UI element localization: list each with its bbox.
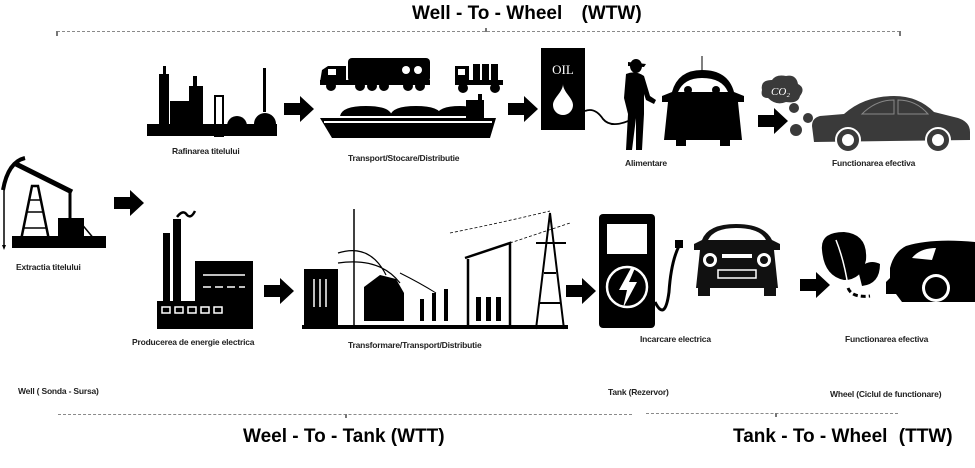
ev-car-front-icon: [694, 224, 780, 296]
arrow-right-icon: [284, 96, 314, 122]
wtw-title: Well - To - Wheel (WTW): [412, 3, 642, 25]
wtw-bracket-line: [57, 31, 900, 32]
label-transform-grid: Transformare/Transport/Distributie: [348, 340, 482, 350]
label-fueling: Alimentare: [625, 158, 667, 168]
label-operation-ice: Functionarea efectiva: [832, 158, 916, 168]
wtt-bracket-center-tick: [345, 414, 347, 418]
endpoint-well: Well ( Sonda - Sursa): [18, 386, 99, 396]
endpoint-tank: Tank (Rezervor): [608, 387, 669, 397]
tanker-truck-icon: [320, 58, 430, 91]
ttw-bracket-line: [646, 413, 898, 414]
co2-label: CO₂: [771, 86, 790, 98]
label-transport-fuel: Transport/Stocare/Distributie: [348, 153, 460, 163]
label-extraction: Extractia titelului: [16, 262, 81, 272]
wtw-abbr: (WTW): [581, 3, 642, 24]
ttw-bracket-center-tick: [775, 413, 777, 417]
substation-grid-icon: [302, 209, 571, 330]
arrow-right-icon: [566, 278, 596, 304]
endpoint-wheel: Wheel (Ciclul de functionare): [830, 389, 942, 399]
tanker-ship-icon: [320, 94, 496, 138]
arrow-right-icon: [264, 278, 294, 304]
label-charging: Incarcare electrica: [640, 334, 711, 344]
label-power-production: Producerea de energie electrica: [132, 337, 255, 347]
ttw-title: Tank - To - Wheel (TTW): [733, 426, 953, 448]
label-operation-ev: Functionarea efectiva: [845, 334, 929, 344]
refinery-icon: [147, 66, 277, 137]
ttw-title-text: Tank - To - Wheel: [733, 426, 888, 447]
oil-dispenser-icon: OIL: [541, 48, 585, 130]
oil-pumpjack-icon: [1, 156, 106, 250]
wtt-title: Weel - To - Tank (WTT): [243, 426, 445, 447]
co2-cloud-icon: CO₂: [761, 75, 803, 104]
cargo-truck-icon: [455, 64, 503, 93]
wtw-bracket-left-tick: [56, 31, 58, 36]
leaf-exhaust-icon: [821, 232, 880, 298]
ev-car-rear-icon: [886, 240, 975, 302]
car-front-icon: [662, 56, 744, 146]
wtw-bracket-center-tick: [485, 28, 487, 32]
label-refining: Rafinarea titelului: [172, 146, 240, 156]
arrow-right-icon: [800, 272, 830, 298]
exhaust-puffs-icon: [789, 103, 813, 136]
ev-charger-icon: [599, 214, 683, 328]
wtw-bracket-right-tick: [899, 31, 901, 36]
arrow-right-icon: [508, 96, 538, 122]
wtw-title-text: Well - To - Wheel: [412, 3, 563, 24]
arrow-right-icon: [758, 108, 788, 134]
ttw-abbr: (TTW): [898, 426, 953, 447]
oil-dispenser-label: OIL: [552, 62, 574, 77]
oil-drop-icon: [553, 84, 573, 115]
power-plant-icon: [157, 210, 253, 329]
fuel-attendant-icon: [624, 59, 656, 150]
sedan-car-icon: [812, 96, 970, 153]
arrow-right-icon: [114, 190, 144, 216]
fuel-hose-icon: [584, 109, 641, 125]
